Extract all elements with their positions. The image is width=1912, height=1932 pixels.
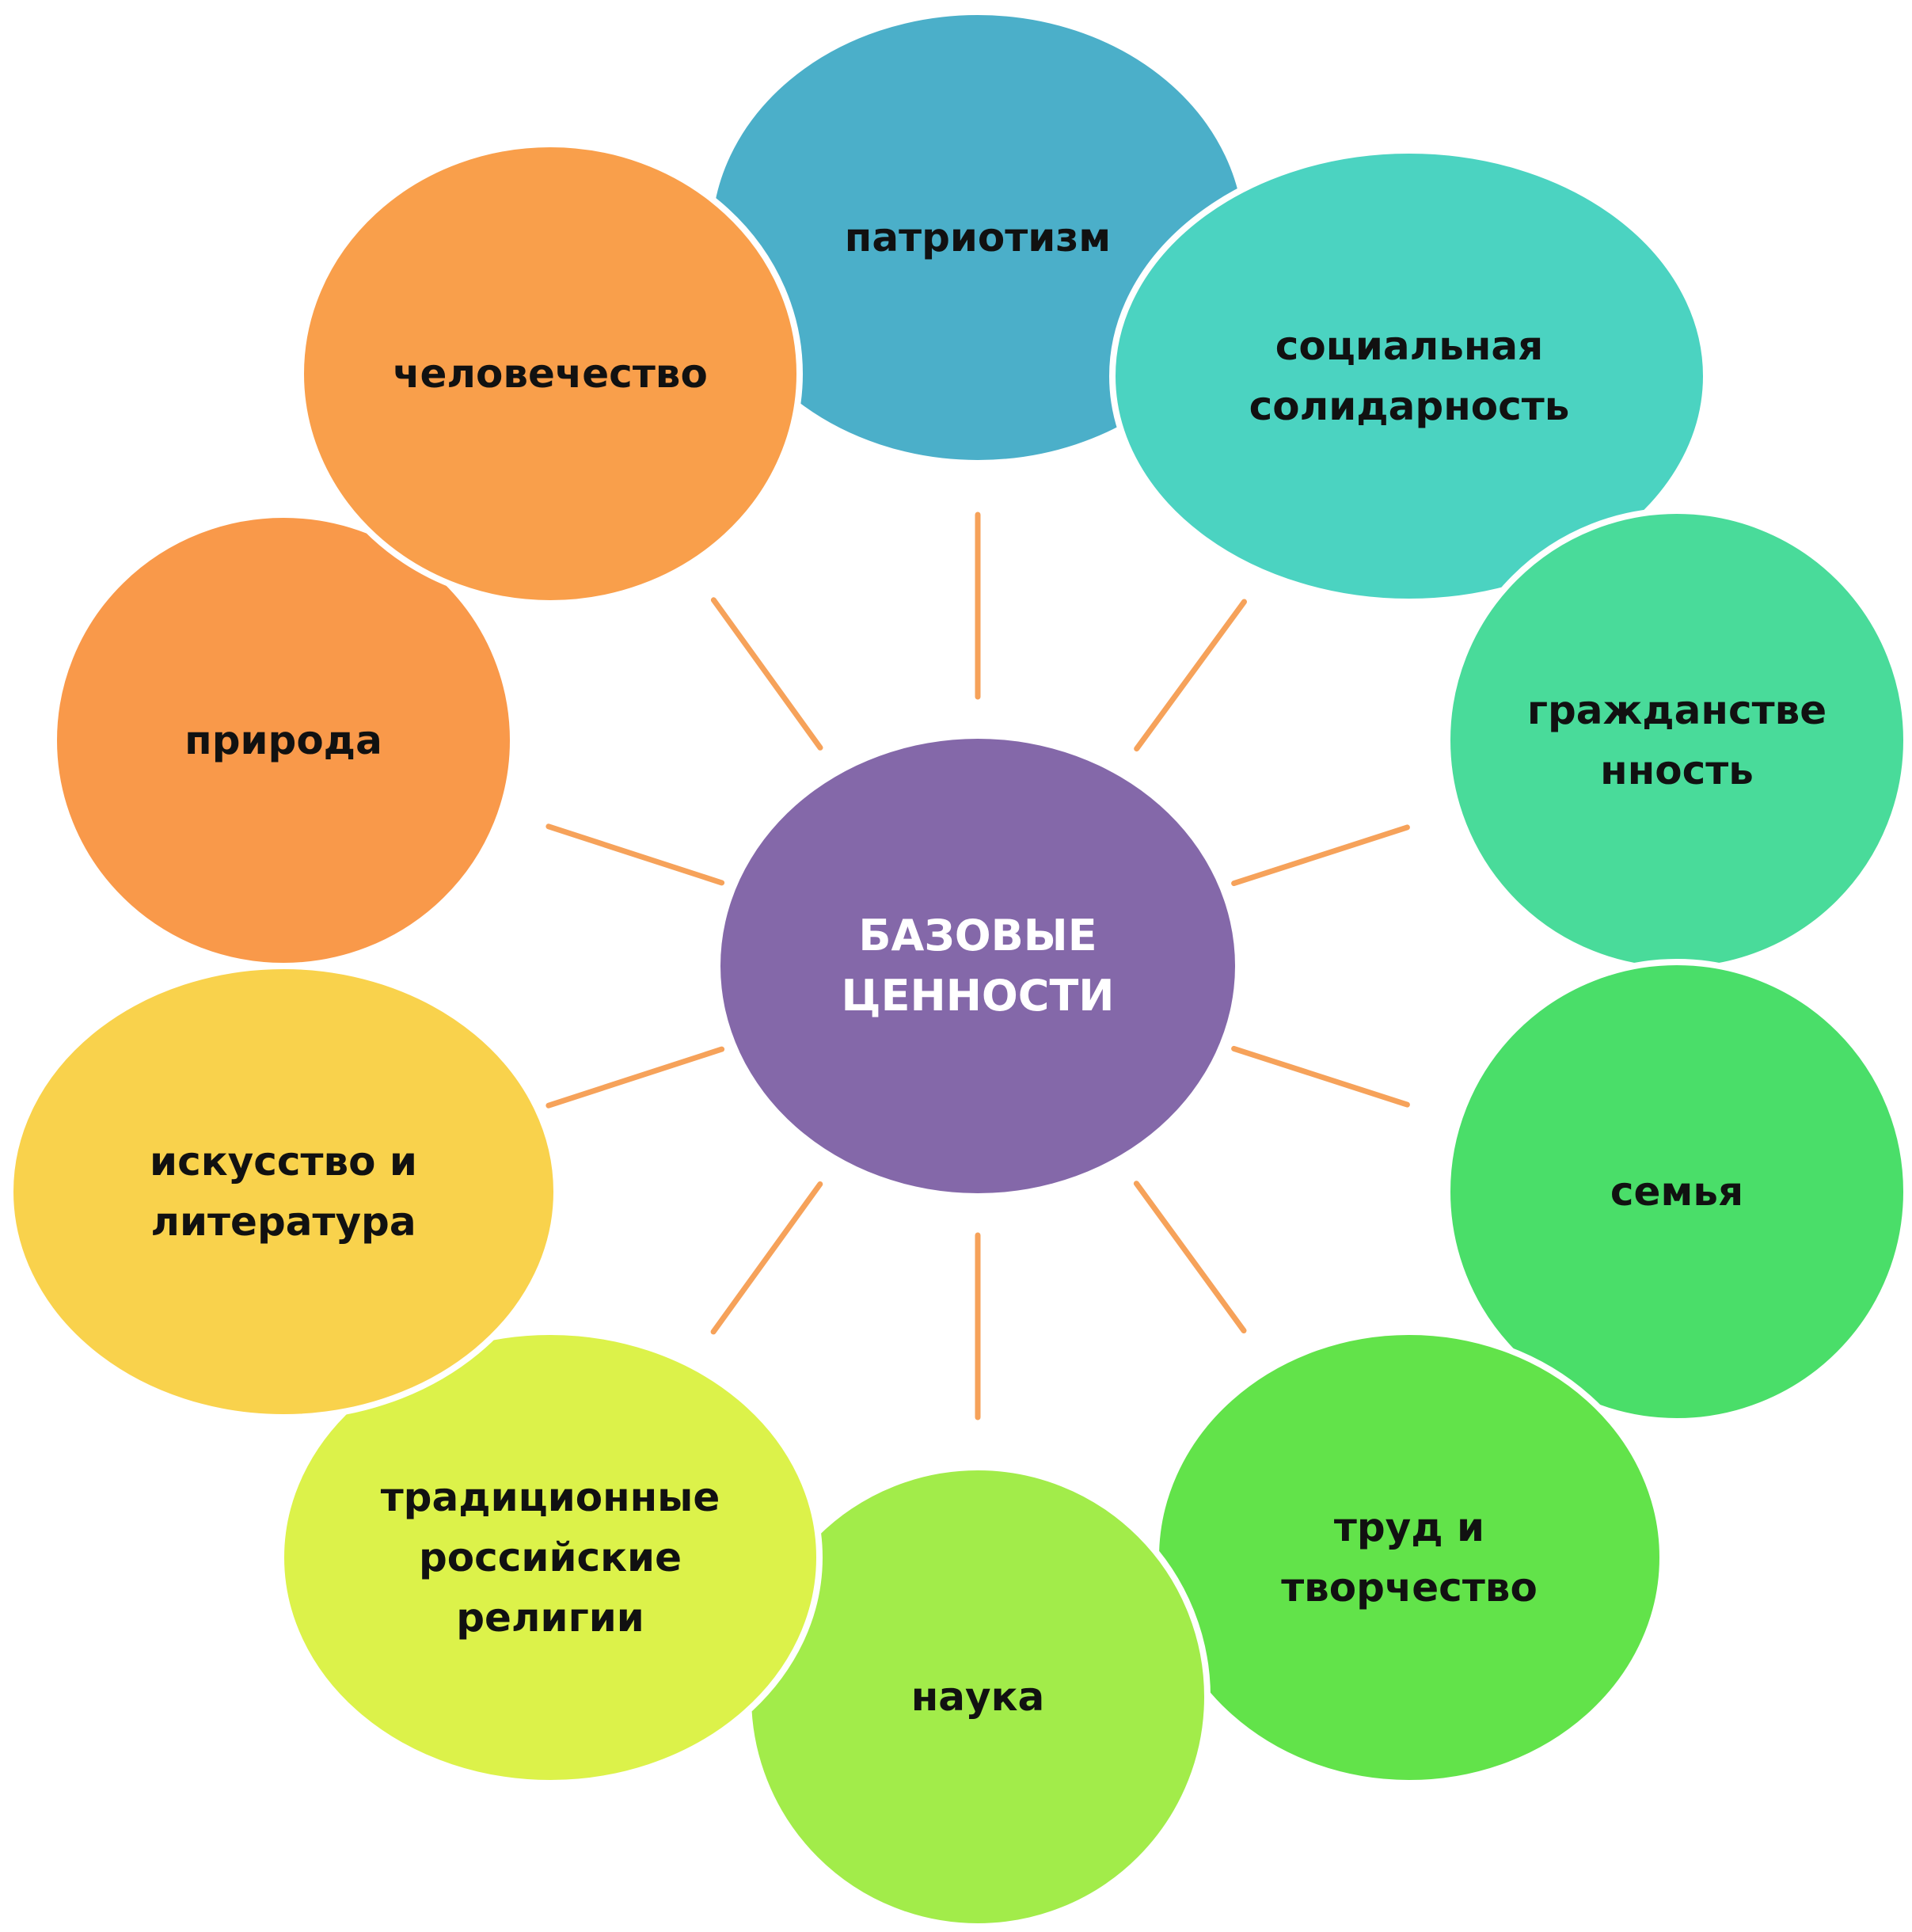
bubble-label-patriotism: патриотизм (845, 215, 1111, 261)
center-node: БАЗОВЫЕ ЦЕННОСТИ (720, 739, 1235, 1193)
spokes (545, 512, 1410, 1420)
bubble-citizenship: гражданстве нность (1444, 508, 1910, 973)
bubble-label-humanity: человечество (393, 351, 708, 397)
bubble-label-traditional-religions: традиционные (381, 1474, 720, 1520)
bubble-shape-social-solidarity (1109, 147, 1709, 605)
bubble-label-family: семья (1610, 1169, 1743, 1215)
bubble-nature: природа (51, 512, 516, 969)
bubble-shape-citizenship (1444, 508, 1910, 973)
bubble-label-citizenship: гражданстве (1527, 687, 1826, 733)
bubble-label-art-literature: литература (150, 1199, 416, 1245)
bubble-label-labor-creativity: труд и (1334, 1504, 1484, 1550)
bubble-traditional-religions: традиционные российские религии (278, 1329, 823, 1786)
spoke-citizenship (1231, 824, 1410, 887)
bubble-label-traditional-religions: религии (456, 1595, 644, 1641)
spoke-labor-creativity (1133, 1181, 1247, 1333)
bubble-label-social-solidarity: социальная (1275, 323, 1543, 369)
center-shape (720, 739, 1235, 1193)
spoke-humanity (710, 597, 823, 751)
spoke-traditional-religions (710, 1181, 823, 1335)
bubble-label-labor-creativity: творчество (1281, 1565, 1538, 1611)
bubble-label-science: наука (911, 1674, 1045, 1720)
bubble-family: семья (1444, 959, 1910, 1424)
spoke-family (1231, 1045, 1410, 1108)
center-label: ЦЕННОСТИ (842, 971, 1115, 1021)
bubble-shape-nature (51, 512, 516, 969)
bubble-label-nature: природа (184, 717, 382, 763)
spoke-nature (545, 823, 725, 886)
bubble-science: наука (745, 1464, 1211, 1930)
bubble-labor-creativity: труд и творчество (1153, 1329, 1666, 1786)
bubble-humanity: человечество (298, 141, 803, 607)
bubble-label-citizenship: нность (1600, 747, 1754, 793)
bubble-label-art-literature: искусство и (150, 1139, 417, 1185)
bubble-social-solidarity: социальная солидарность (1109, 147, 1709, 605)
bubble-shape-humanity (298, 141, 803, 607)
bubble-label-social-solidarity: солидарность (1249, 383, 1570, 429)
bubble-shape-traditional-religions (278, 1329, 823, 1786)
bubble-shape-family (1444, 959, 1910, 1424)
bubble-shape-labor-creativity (1153, 1329, 1666, 1786)
bubble-shape-art-literature (7, 963, 560, 1420)
center-label: БАЗОВЫЕ (858, 911, 1097, 960)
spoke-social-solidarity (1134, 599, 1247, 752)
bubble-art-literature: искусство и литература (7, 963, 560, 1420)
bubble-label-traditional-religions: российские (419, 1535, 682, 1580)
value-bubbles: патриотизм социальная солидарность гражданс… (7, 9, 1910, 1930)
spoke-art-literature (545, 1046, 725, 1109)
